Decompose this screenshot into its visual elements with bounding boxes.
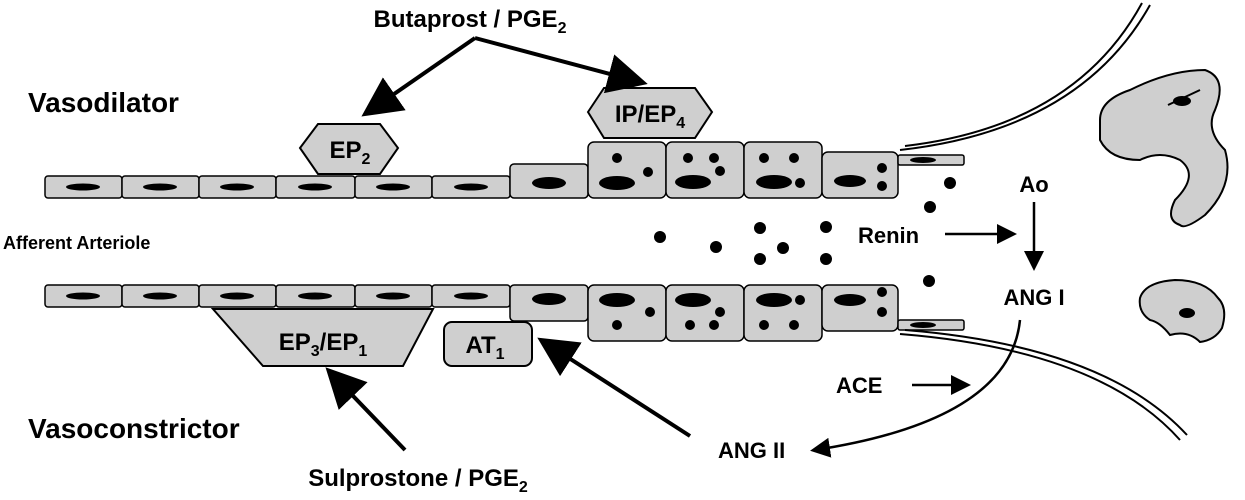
ep2-receptor: EP2 (298, 123, 400, 175)
smooth-muscle-cell (44, 284, 123, 308)
arrow-agonist-to-ipep4 (474, 36, 648, 94)
smooth-muscle-cell (198, 175, 277, 199)
smooth-muscle-cell (198, 284, 277, 308)
arrow-ang1-to-ang2 (810, 319, 1022, 458)
ip-ep4-label: IP/EP (615, 101, 676, 128)
bottom-agonist-label: Sulprostone / PGE2 (308, 465, 528, 496)
at1-label: AT (465, 332, 496, 359)
granular-cell (821, 151, 899, 199)
top-agonist-label: Butaprost / PGE2 (374, 6, 567, 37)
at1-receptor: AT1 (443, 321, 533, 367)
ep2-label: EP (330, 137, 362, 164)
arrow-agonist-to-ep3ep1 (325, 367, 407, 452)
svg-text:IP/EP4: IP/EP4 (615, 101, 685, 132)
smooth-muscle-cell (275, 284, 356, 308)
top-agonist-text: Butaprost / PGE (374, 6, 558, 33)
granular-cell (587, 141, 667, 199)
ao-label: Ao (1019, 172, 1048, 197)
tubule-cell-small (1138, 278, 1226, 344)
ep1-label: /EP (320, 329, 359, 356)
ep2-subscript: 2 (362, 151, 371, 168)
top-vessel-wall (44, 141, 965, 199)
granular-cell (821, 284, 899, 332)
smooth-muscle-cell (509, 284, 589, 322)
vasoconstrictor-label: Vasoconstrictor (28, 413, 240, 444)
endothelial-cell (897, 154, 965, 166)
renin-label: Renin (858, 223, 919, 248)
bottom-vessel-wall (44, 284, 965, 342)
granular-cell (743, 284, 823, 342)
smooth-muscle-cell (121, 284, 200, 308)
smooth-muscle-cell (354, 284, 433, 308)
ang1-label: ANG I (1003, 285, 1064, 310)
ep3-label: EP (279, 329, 311, 356)
granular-cell (665, 141, 745, 199)
smooth-muscle-cell (431, 175, 511, 199)
ip-ep4-subscript: 4 (676, 115, 685, 132)
renin-granules (654, 177, 956, 287)
endothelial-cell (897, 319, 965, 331)
smooth-muscle-cell (121, 175, 200, 199)
arrow-agonist-to-ep2 (361, 36, 477, 117)
ace-label: ACE (836, 373, 882, 398)
granular-cell (587, 284, 667, 342)
granular-cell (665, 284, 745, 342)
tubule-cell-large (1099, 68, 1229, 228)
bottom-agonist-text: Sulprostone / PGE (308, 465, 519, 492)
at1-subscript: 1 (496, 346, 505, 363)
vasodilator-label: Vasodilator (28, 87, 179, 118)
granular-cell (743, 141, 823, 199)
bowman-capsule-lines (899, 2, 1188, 441)
svg-text:AT1: AT1 (465, 332, 504, 363)
smooth-muscle-cell (509, 163, 589, 199)
svg-text:EP2: EP2 (330, 137, 371, 168)
smooth-muscle-cell (354, 175, 433, 199)
vessel-label: Afferent Arteriole (3, 233, 150, 253)
ang2-label: ANG II (718, 438, 785, 463)
arrow-ang2-to-at1 (537, 337, 692, 438)
ep1-subscript: 1 (358, 343, 367, 360)
smooth-muscle-cell (431, 284, 511, 308)
svg-text:EP3/EP1: EP3/EP1 (279, 329, 368, 360)
bottom-agonist-subscript: 2 (519, 479, 528, 496)
top-agonist-subscript: 2 (558, 20, 567, 37)
smooth-muscle-cell (44, 175, 123, 199)
ep3-ep1-receptor: EP3/EP1 (210, 308, 435, 367)
ip-ep4-receptor: IP/EP4 (586, 87, 714, 139)
arrows (325, 36, 1044, 458)
ep3-subscript: 3 (311, 343, 320, 360)
smooth-muscle-cell (275, 175, 356, 199)
